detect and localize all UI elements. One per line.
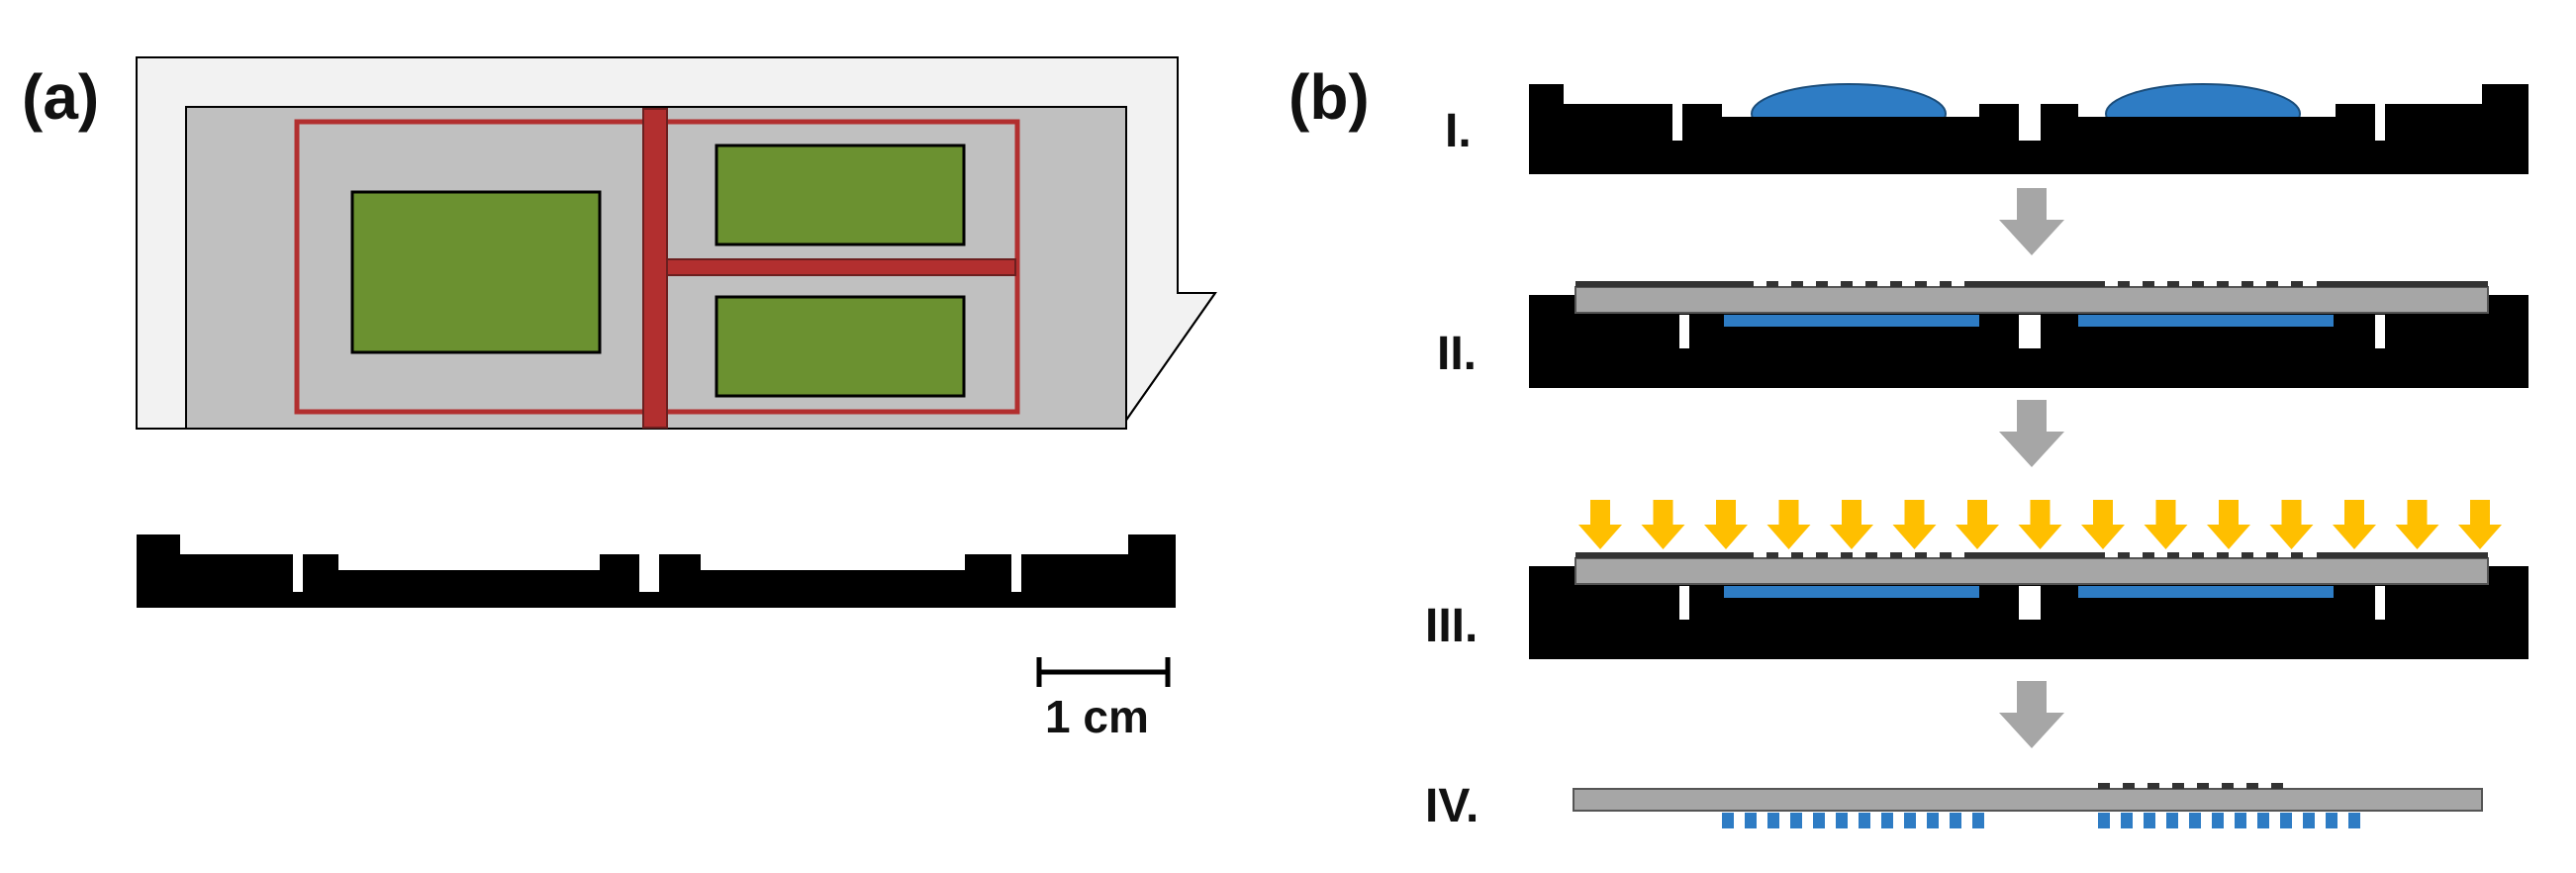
scale-bar-label: 1 cm (1045, 691, 1149, 742)
panel-a: (a) 1 cm (22, 56, 1217, 742)
micropillar (1836, 813, 1848, 828)
uv-light-arrow-icon (2144, 500, 2188, 549)
membrane-step-3 (1574, 557, 2489, 585)
micropillar (2280, 813, 2292, 828)
micropillar (1904, 813, 1916, 828)
step-3: III. (1425, 552, 2528, 659)
micropillar (2166, 813, 2178, 828)
panel-a-label: (a) (22, 61, 99, 133)
pores-step-3 (1766, 552, 2303, 558)
micropillar (2326, 813, 2337, 828)
step-2-label: II. (1437, 328, 1477, 380)
pores-step-4 (2098, 783, 2283, 789)
step-3-label: III. (1425, 600, 1478, 652)
panel-b: (b) I. II. (1288, 61, 2528, 832)
pad-large (350, 190, 602, 354)
micropillars-left (1722, 813, 1984, 828)
pad-top-right (715, 144, 966, 246)
mold-step-1 (1529, 84, 2528, 174)
micropillar (2144, 813, 2155, 828)
micropillar (2348, 813, 2360, 828)
step-1-label: I. (1445, 105, 1472, 157)
micropillar (1790, 813, 1802, 828)
panel-b-label: (b) (1288, 61, 1370, 133)
blue-layer-right (2078, 315, 2334, 327)
uv-light-arrow-icon (1956, 500, 1999, 549)
micropillar (1927, 813, 1939, 828)
membrane-step-4 (1573, 788, 2483, 812)
micropillars-right (2098, 813, 2360, 828)
uv-light-arrow-icon (1766, 500, 1811, 549)
step-2: II. (1437, 281, 2528, 388)
down-arrow-icon (1999, 400, 2064, 467)
channel-horizontal (666, 258, 1016, 276)
micropillar (1972, 813, 1984, 828)
device-3d-view (136, 56, 1217, 430)
platform-edge (1119, 292, 1216, 430)
pad-bottom-right (715, 295, 966, 398)
pores-step-2 (1766, 281, 2303, 287)
micropillar (1745, 813, 1757, 828)
micropillar (1813, 813, 1825, 828)
micropillar (1859, 813, 1870, 828)
blue-layer-left (1724, 315, 1979, 327)
step-4: IV. (1425, 780, 2483, 832)
down-arrow-icon (1999, 188, 2064, 255)
uv-light-arrow-icon (1578, 500, 1622, 549)
micropillar (2235, 813, 2246, 828)
micropillar (2257, 813, 2269, 828)
uv-light-arrow-icon (2395, 500, 2439, 549)
uv-light-arrow-icon (2018, 500, 2062, 549)
membrane-step-2 (1574, 286, 2489, 314)
down-arrow-icon (1999, 681, 2064, 748)
mold-cross-section (137, 534, 1176, 608)
micropillar (1881, 813, 1893, 828)
uv-light-arrow-icon (1641, 500, 1685, 549)
micropillar (2189, 813, 2201, 828)
uv-light-arrow-icon (1892, 500, 1937, 549)
uv-light-arrow-icon (2207, 500, 2250, 549)
uv-light-arrow-icon (2458, 500, 2502, 549)
uv-light-arrow-icon (1704, 500, 1748, 549)
uv-arrows (1578, 500, 2502, 549)
micropillar (2121, 813, 2133, 828)
step-4-label: IV. (1425, 780, 1479, 832)
uv-light-arrow-icon (2269, 500, 2314, 549)
micropillar (1950, 813, 1961, 828)
step-1: I. (1445, 83, 2528, 174)
uv-light-arrow-icon (2333, 500, 2376, 549)
uv-light-arrow-icon (1830, 500, 1873, 549)
micropillar (1767, 813, 1779, 828)
micropillar (1722, 813, 1734, 828)
uv-light-arrow-icon (2081, 500, 2125, 549)
micropillar (2212, 813, 2224, 828)
micropillar (2098, 813, 2110, 828)
scale-bar: 1 cm (1036, 657, 1171, 742)
micropillar (2303, 813, 2315, 828)
channel-vertical (642, 108, 668, 429)
